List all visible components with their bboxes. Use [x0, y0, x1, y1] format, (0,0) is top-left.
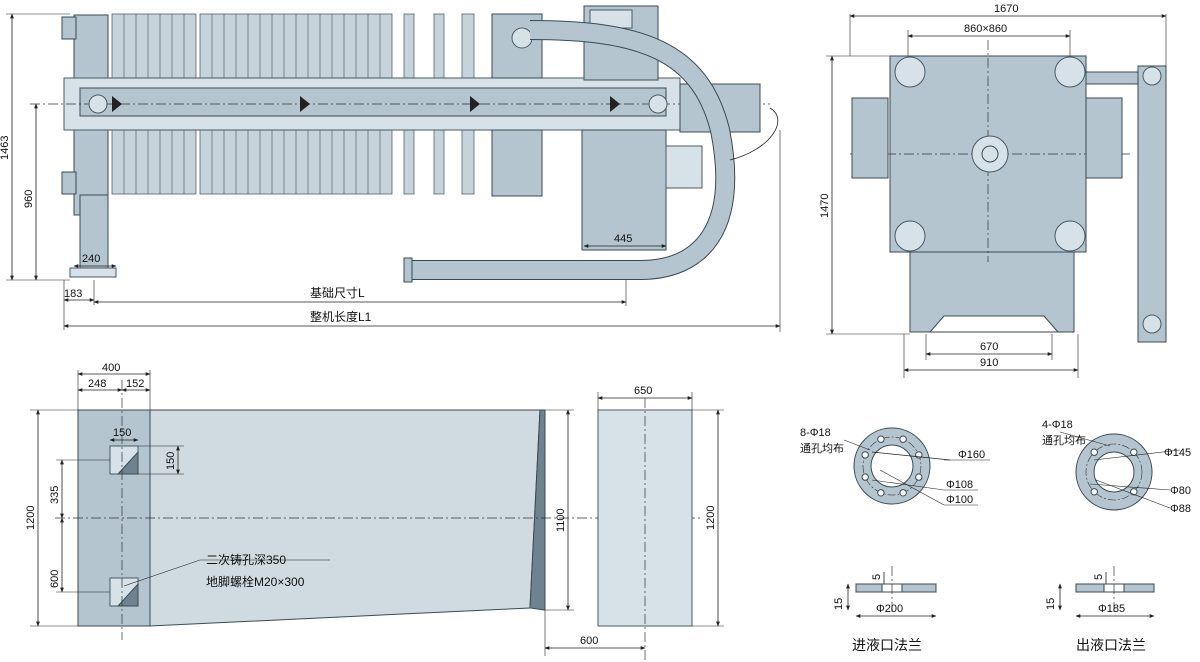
- hose: [729, 107, 779, 161]
- inlet-hole-note: 通孔均布: [800, 442, 844, 455]
- dim-600-bottom: 600: [580, 635, 598, 647]
- inlet-nozzle-bottom: [61, 171, 77, 195]
- dim-leg-width: 240: [82, 253, 100, 265]
- corner-port-tr: [1054, 56, 1086, 88]
- dim-650: 650: [634, 385, 652, 397]
- dim-1200-left: 1200: [25, 506, 37, 530]
- outlet-d-80: Φ80: [1170, 485, 1191, 497]
- outlet-caption: 出液口法兰: [1076, 637, 1146, 653]
- overall-length-label: 整机长度L1: [310, 309, 372, 324]
- note-anchor-bolt: 地脚螺栓M20×300: [206, 574, 305, 589]
- bolt-hole: [877, 435, 885, 443]
- bolt-hole: [861, 473, 869, 481]
- sprocket-right: [648, 94, 668, 114]
- outlet-d-88: Φ88: [1170, 503, 1191, 515]
- pawl-3: [470, 96, 480, 112]
- center-feed-port: [971, 135, 1009, 173]
- outlet-hole-note: 通孔均布: [1042, 434, 1086, 447]
- dim-600-left: 600: [49, 570, 61, 588]
- pump-motor: [665, 145, 703, 189]
- corner-port-tl: [894, 56, 926, 88]
- bolt-hole: [1130, 448, 1138, 456]
- chain-column: [1137, 65, 1167, 343]
- bolt-hole: [899, 489, 907, 497]
- dim-hole-width: 150: [113, 427, 131, 439]
- pipe-flange: [403, 257, 413, 283]
- corner-port-br: [1054, 220, 1086, 252]
- foundation-length-label: 基础尺寸L: [310, 286, 365, 300]
- bolt-hole: [899, 435, 907, 443]
- dim-335: 335: [49, 486, 61, 504]
- dim-670: 670: [980, 341, 998, 353]
- inlet-bolt-holes: [861, 435, 923, 497]
- dim-offset: 183: [64, 288, 82, 300]
- front-view: 1463 960 240 183 445 基础尺寸L 整机长度L1: [0, 5, 781, 332]
- inlet-hole-spec: 8-Φ18: [800, 427, 831, 439]
- dim-152: 152: [126, 378, 144, 390]
- outlet-flange: 4-Φ18 通孔均布 Φ145 Φ80 Φ88 5 15 Φ185 出液口法兰: [1042, 419, 1191, 653]
- inlet-flange: 8-Φ18 通孔均布 Φ160 Φ108 Φ100 5 15 Φ200 进液口法…: [800, 427, 990, 653]
- side-view: 1670 860×860 1470 670 910: [819, 3, 1167, 378]
- dim-side-height: 1470: [819, 194, 831, 218]
- dim-height-inlet: 960: [23, 190, 35, 208]
- inlet-thickness: 5: [871, 574, 883, 580]
- pawl-1: [112, 96, 122, 112]
- sprocket-left: [88, 94, 108, 114]
- pull-plate-rail: [79, 87, 667, 117]
- outlet-d-outer: Φ145: [1164, 447, 1191, 459]
- bolt-hole: [877, 489, 885, 497]
- dim-plate-size: 860×860: [964, 23, 1007, 35]
- outlet-bolt-holes: [1090, 448, 1138, 496]
- dim-height-total: 1463: [0, 136, 11, 160]
- inlet-d-total: Φ200: [876, 603, 903, 615]
- inlet-d-108: Φ108: [946, 479, 973, 491]
- dim-hole-height: 150: [165, 452, 177, 470]
- pawl-4: [610, 96, 620, 112]
- dim-400: 400: [102, 362, 120, 374]
- dim-910: 910: [980, 357, 998, 369]
- bolt-hole: [1090, 448, 1098, 456]
- foundation-block: 650 1200 600: [544, 385, 724, 660]
- dim-445: 445: [614, 233, 632, 245]
- inlet-d-100: Φ100: [946, 494, 973, 506]
- inlet-caption: 进液口法兰: [852, 637, 922, 653]
- handle-left: [851, 97, 889, 179]
- bolt-hole: [861, 451, 869, 459]
- tail-footing: [597, 409, 693, 627]
- note-cast-hole: 二次铸孔深350: [206, 552, 286, 567]
- inlet-nozzle-top: [61, 16, 77, 40]
- corner-port-bl: [894, 220, 926, 252]
- head-leg: [79, 194, 109, 276]
- cylinder-end: [511, 27, 533, 49]
- hydraulic-station: [581, 129, 667, 251]
- dim-248: 248: [88, 378, 106, 390]
- pawl-2: [300, 96, 310, 112]
- foundation-plan: 400 248 152 150 150 335 600 1200 1100 二次…: [25, 362, 700, 640]
- inlet-height: 15: [833, 598, 845, 610]
- outlet-flange-bore: [1093, 451, 1135, 493]
- outlet-hole-spec: 4-Φ18: [1042, 419, 1073, 431]
- inlet-d-outer: Φ160: [958, 449, 985, 461]
- bolt-hole: [915, 473, 923, 481]
- outlet-height: 15: [1045, 598, 1057, 610]
- tail-leg: [491, 129, 543, 197]
- dim-side-width: 1670: [994, 3, 1018, 15]
- handle-right: [1085, 97, 1123, 179]
- outlet-thickness: 5: [1093, 574, 1105, 580]
- dim-1100: 1100: [555, 508, 567, 532]
- dim-1200-right: 1200: [705, 506, 717, 530]
- bolt-hole: [1090, 488, 1098, 496]
- leg-foot: [69, 267, 117, 278]
- outlet-d-total: Φ185: [1098, 603, 1125, 615]
